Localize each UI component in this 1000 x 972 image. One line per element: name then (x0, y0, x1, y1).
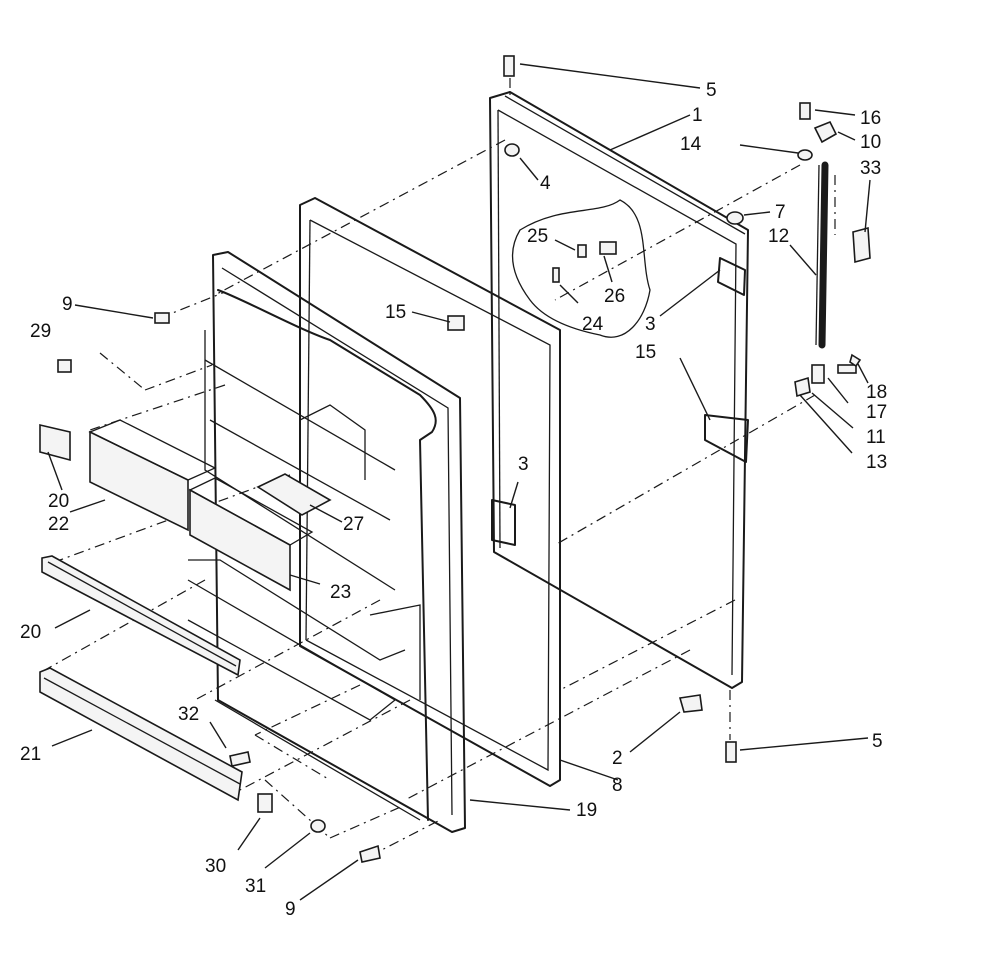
callout-22: 22 (48, 514, 69, 535)
shelf-rail-upper (39, 423, 71, 462)
callout-20-lower: 20 (20, 622, 41, 643)
small-fasteners (57, 241, 617, 863)
callout-31: 31 (245, 876, 266, 897)
callout-9-top: 9 (62, 294, 73, 315)
callout-5-bottom: 5 (872, 731, 883, 752)
callout-29: 29 (30, 321, 51, 342)
callout-20-upper: 20 (48, 491, 69, 512)
callout-labels: 5 1 16 14 10 4 33 7 25 12 26 9 29 15 24 … (20, 80, 887, 920)
hinge-closer-assembly (503, 55, 871, 763)
shelf-rail-lower (41, 555, 241, 677)
outer-door-panel (489, 91, 749, 689)
callout-10: 10 (860, 132, 881, 153)
callout-4: 4 (540, 173, 551, 194)
callout-17: 17 (866, 402, 887, 423)
door-bin-center (188, 477, 314, 592)
callout-16: 16 (860, 108, 881, 129)
callout-8: 8 (612, 775, 623, 796)
callout-5-top: 5 (706, 80, 717, 101)
lower-rail (39, 667, 243, 802)
callout-12: 12 (768, 226, 789, 247)
callout-1: 1 (692, 105, 703, 126)
callout-9-bottom: 9 (285, 899, 296, 920)
callout-19: 19 (576, 800, 597, 821)
callout-13: 13 (866, 452, 887, 473)
callout-7: 7 (775, 202, 786, 223)
callout-11: 11 (866, 427, 886, 448)
callout-23: 23 (330, 582, 351, 603)
callout-18: 18 (866, 382, 887, 403)
door-bin (88, 419, 217, 532)
callout-27: 27 (343, 514, 364, 535)
inner-door-liner (187, 251, 466, 833)
callout-32: 32 (178, 704, 199, 725)
leader-lines (47, 63, 871, 901)
callout-15-right: 15 (635, 342, 656, 363)
callout-26: 26 (604, 286, 625, 307)
callout-30: 30 (205, 856, 226, 877)
small-tray (256, 473, 332, 516)
callout-21: 21 (20, 744, 41, 765)
callout-14: 14 (680, 134, 702, 155)
callout-2: 2 (612, 748, 623, 769)
callout-3-right: 3 (645, 314, 656, 335)
callout-3-center: 3 (518, 454, 529, 475)
callout-15-left: 15 (385, 302, 406, 323)
callout-25: 25 (527, 226, 548, 247)
callout-33: 33 (860, 158, 881, 179)
door-gasket (299, 197, 561, 787)
callout-24: 24 (582, 314, 604, 335)
